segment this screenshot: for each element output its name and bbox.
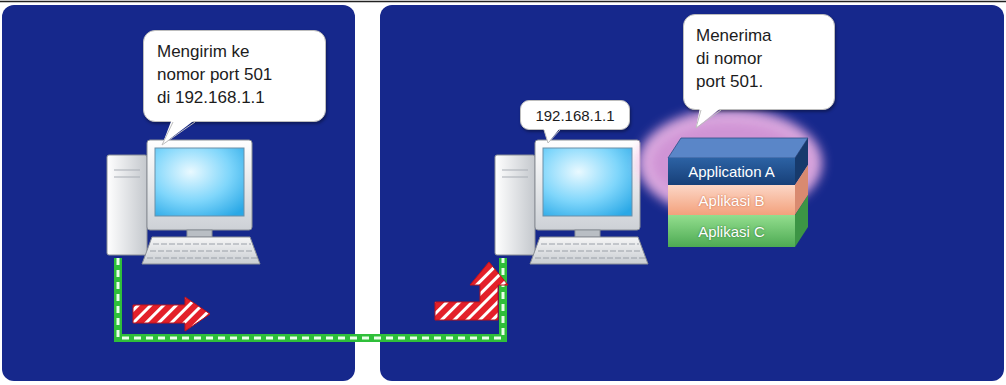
callout-tail-edge [162,122,195,145]
node-text: Menerima di nomor port 501. [696,24,779,93]
highlight-glow [638,109,822,217]
callout-tail [162,119,196,145]
address-label: 192.168.1.1 [520,100,630,130]
stack-top-face [668,138,808,158]
sender-computer [107,140,260,264]
receiver-computer [495,140,648,264]
callout-bubble: Mengirim ke nomor port 501 di 192.168.1.… [143,30,326,122]
node-text: Aplikasi B [699,192,765,209]
callout-tail-edge [696,110,721,128]
sender-panel [2,5,355,381]
node-text: Mengirim ke nomor port 501 di 192.168.1.… [157,40,281,109]
receiver-panel [380,5,1004,381]
callout-tail [696,107,722,128]
node-text: 192.168.1.1 [535,107,614,124]
application-layer: Aplikasi B [668,185,795,215]
application-layer: Aplikasi C [668,215,795,247]
network-cable [118,258,503,338]
stack-side-face [795,195,808,247]
callout-tail [543,127,561,143]
application-layer: Application A [668,158,795,185]
send-arrow [133,297,210,331]
network-cable-glow [118,258,503,338]
receive-arrow [435,262,508,320]
node-text: Aplikasi C [698,223,765,240]
callout-bubble: Menerima di nomor port 501. [683,14,835,110]
callout-tail-edge [544,130,560,143]
top-rule [0,1,1006,3]
node-text: Application A [688,163,775,180]
